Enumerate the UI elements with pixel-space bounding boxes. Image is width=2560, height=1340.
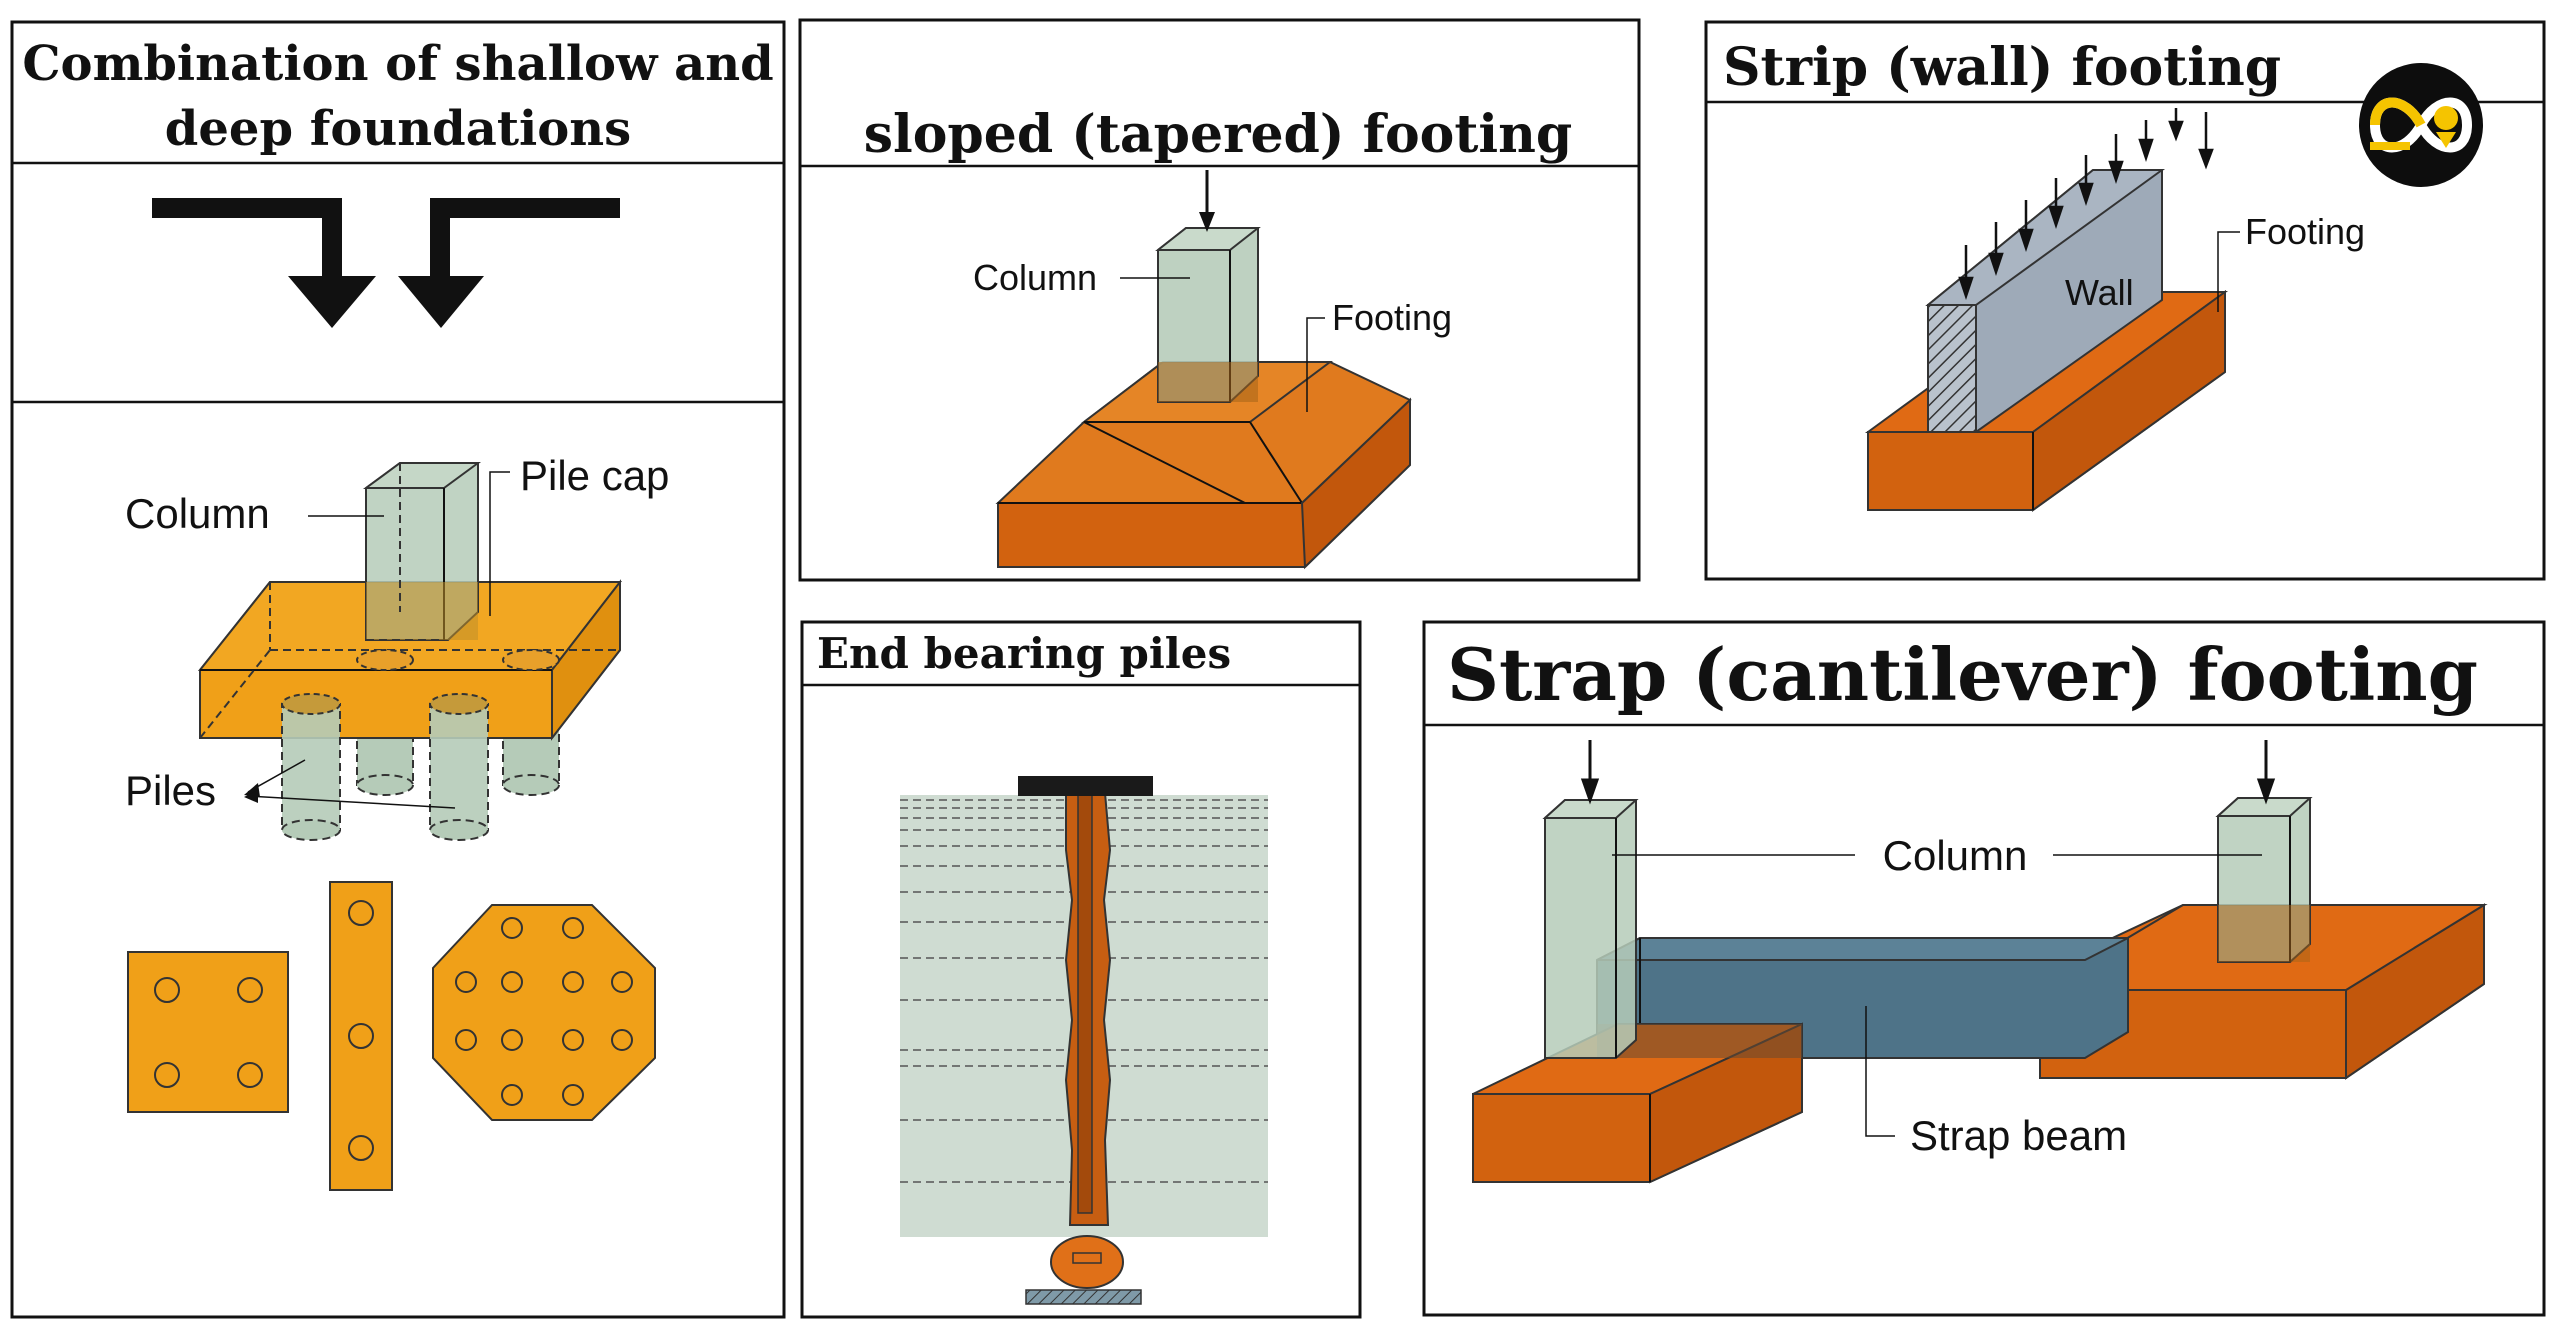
panel-end-bearing: End bearing piles: [800, 620, 1362, 1319]
label-footing: Footing: [1332, 297, 1452, 338]
panel-frame: [800, 620, 1362, 1319]
cap-plan-octagon: [432, 904, 656, 1121]
pile-cap-plate: [1018, 776, 1153, 796]
leader-piles-2: [247, 795, 456, 809]
panel-frame: [1704, 20, 2546, 581]
leader-pile-cap: [489, 471, 510, 616]
label-piles: Piles: [125, 767, 216, 814]
brand-logo-icon: [2359, 63, 2483, 187]
right-column: [2215, 797, 2313, 963]
panel-frame: [10, 20, 786, 1319]
label-column: Column: [973, 257, 1097, 298]
leader-footing: [2217, 231, 2240, 312]
column-on-cap: [362, 462, 482, 641]
left-column: [1542, 799, 1639, 1059]
panel-strip: Strip (wall) footing: [1704, 20, 2546, 581]
load-arrows: [1580, 740, 2276, 805]
pile-bulb: [1050, 1235, 1124, 1289]
label-column: Column: [125, 490, 270, 537]
load-arrow: [1199, 170, 1215, 232]
panel-title: Strap (cantilever) footing: [1447, 632, 2478, 717]
left-footing: [1472, 1022, 1803, 1184]
distributed-load-arrows: [1958, 108, 2214, 300]
cap-plan-strip: [329, 881, 393, 1191]
panel-combination: Combination of shallow and deep foundati…: [10, 20, 786, 1319]
label-pile-cap: Pile cap: [520, 452, 669, 499]
panel-frame: [798, 18, 1641, 582]
panel-frame: [1422, 620, 2546, 1317]
panel-title-line1: Combination of shallow and: [22, 36, 773, 92]
bearing-stratum: [1025, 1289, 1142, 1305]
panel-title-line2: deep foundations: [165, 101, 631, 157]
leader-strap-beam: [1865, 1006, 1895, 1137]
right-footing: [2036, 903, 2488, 1080]
leader-footing: [1306, 317, 1325, 412]
panel-sloped: sloped (tapered) footing Column Footing: [798, 18, 1641, 582]
cap-plan-square: [127, 951, 289, 1113]
label-wall: Wall: [2065, 272, 2134, 313]
label-strap-beam: Strap beam: [1910, 1112, 2127, 1159]
panel-strap: Strap (cantilever) footing: [1422, 620, 2546, 1317]
sloped-column: [1155, 227, 1261, 403]
wall: [1925, 169, 2166, 433]
pile-front-left: [281, 693, 341, 841]
label-column: Column: [1883, 832, 2028, 879]
label-footing: Footing: [2245, 211, 2365, 252]
combination-arrows-icon: [152, 198, 620, 328]
panel-title: Strip (wall) footing: [1723, 37, 2281, 98]
pile-shaft: [1064, 792, 1112, 1226]
pile-front-right: [429, 693, 489, 841]
panel-title: End bearing piles: [817, 629, 1231, 678]
panel-title: sloped (tapered) footing: [864, 104, 1573, 165]
